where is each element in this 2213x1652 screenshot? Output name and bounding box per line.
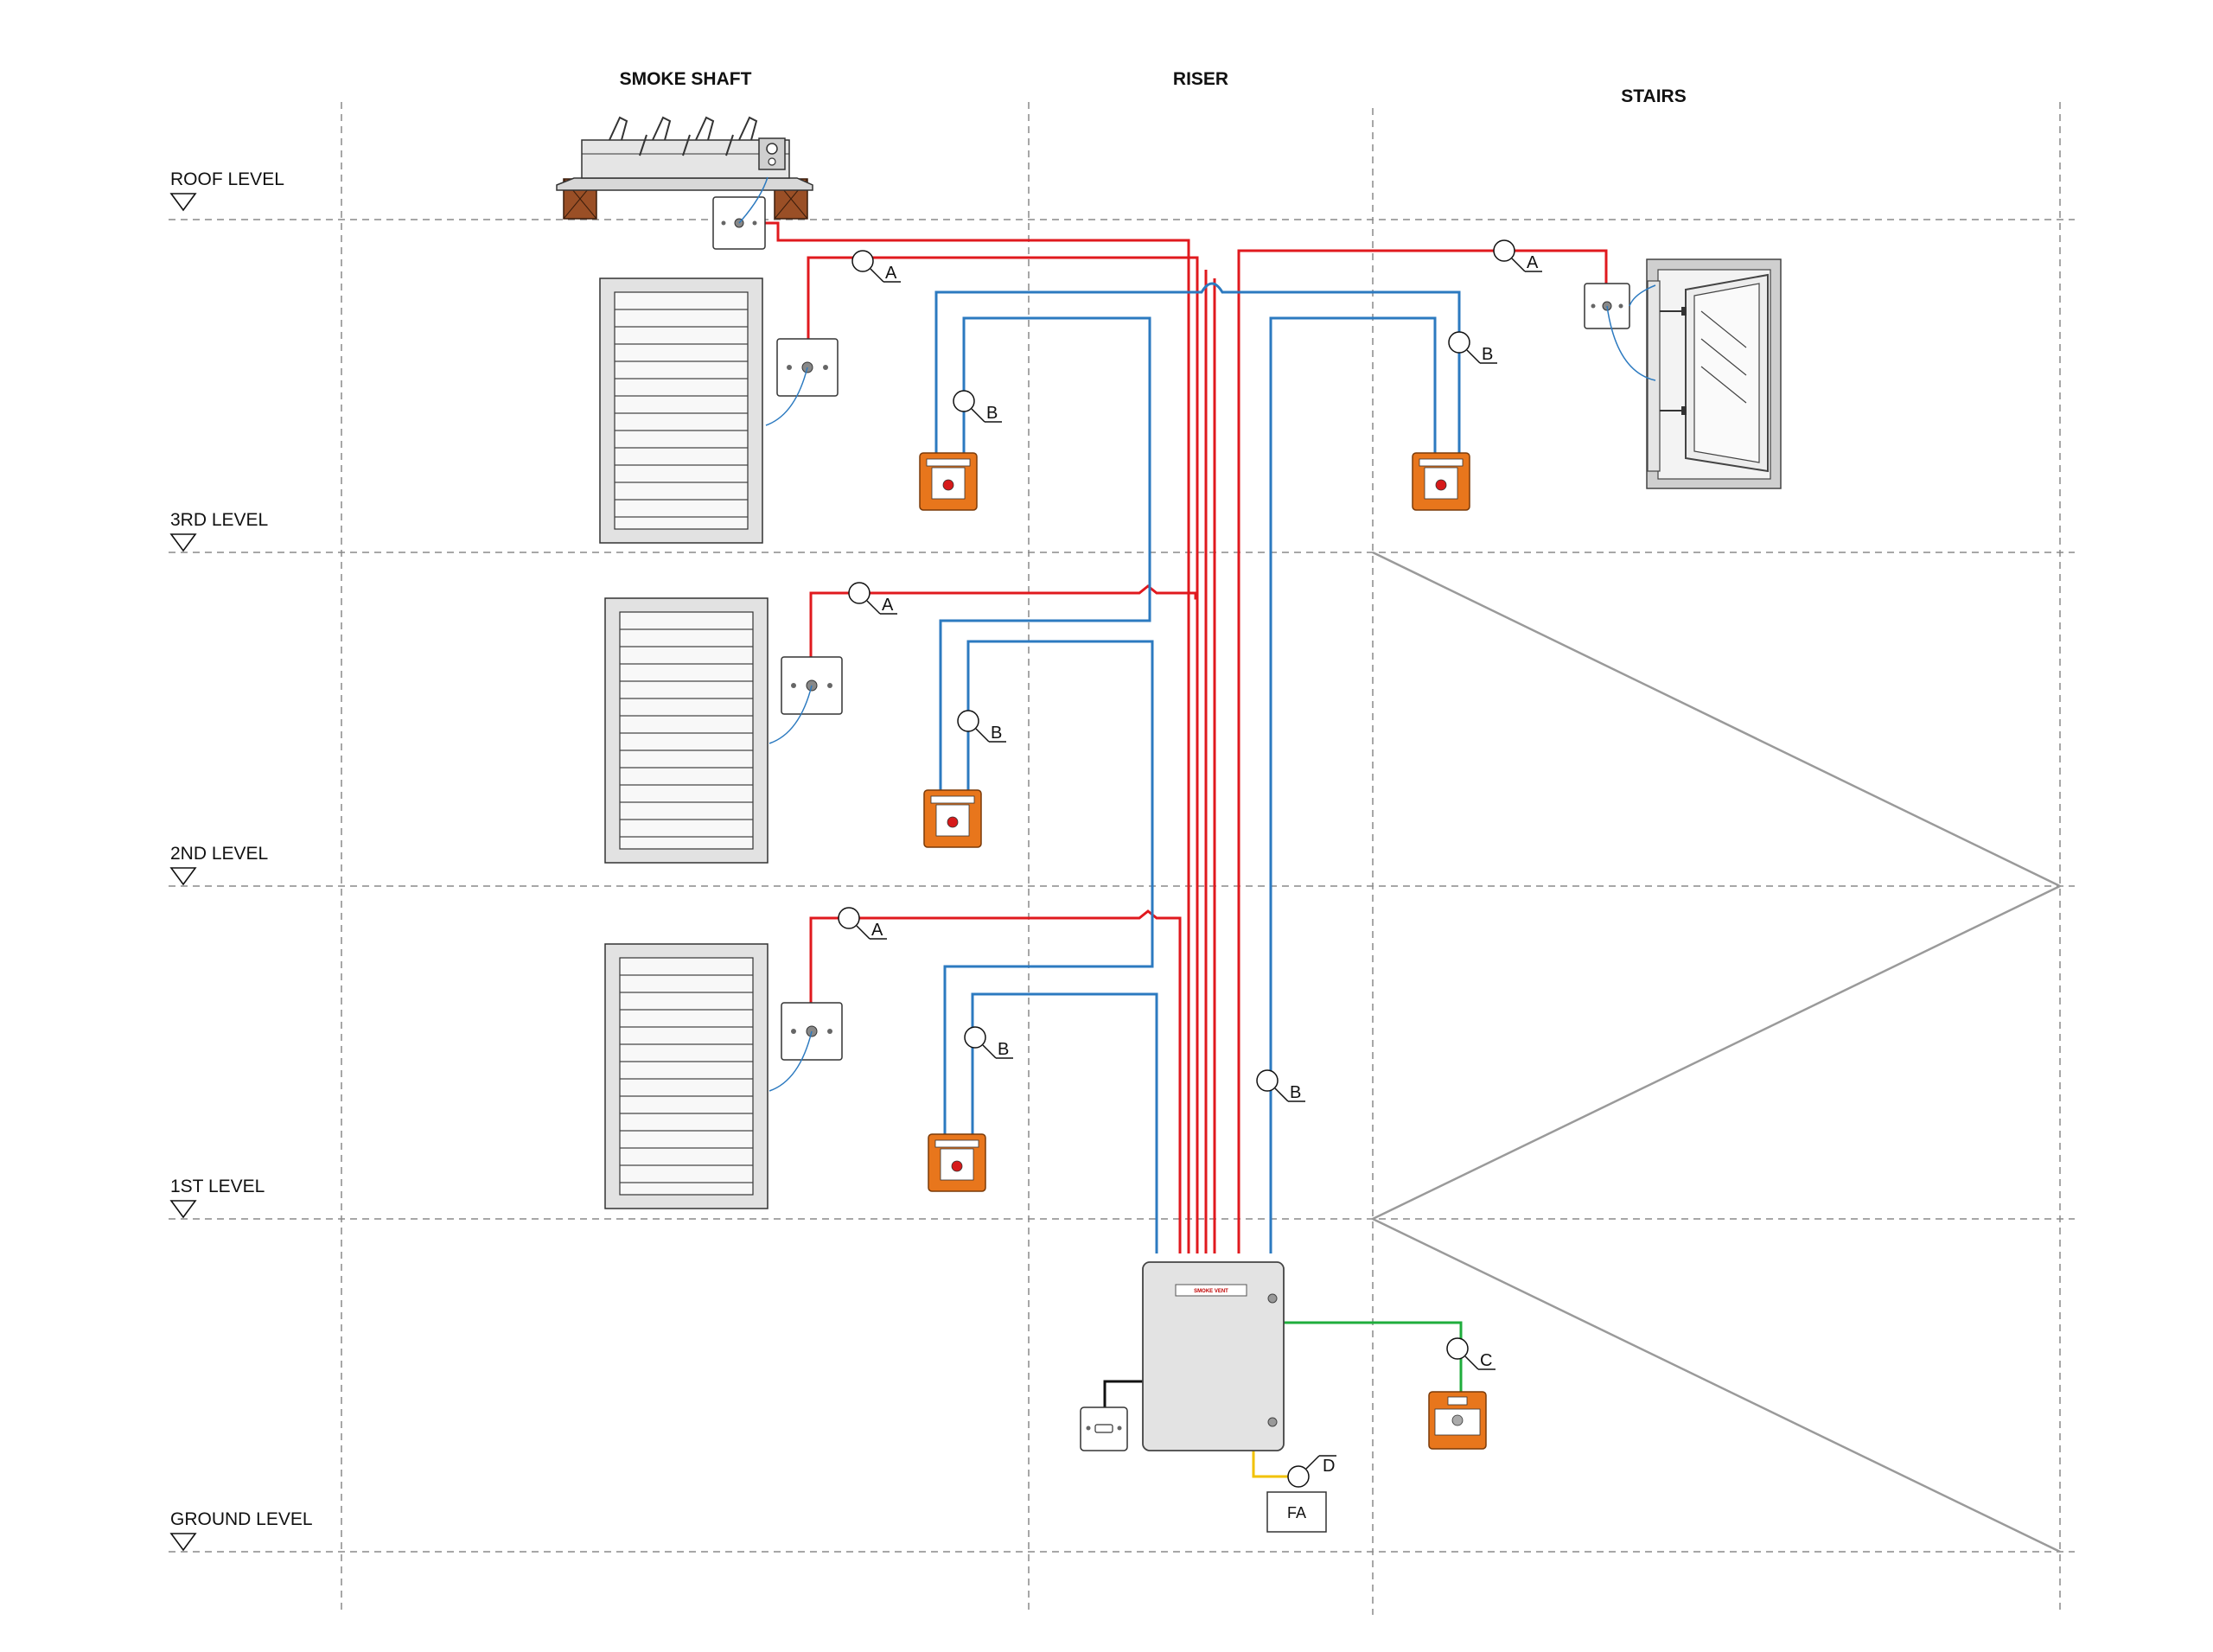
cable-tag-b-second: B xyxy=(957,710,1006,743)
svg-text:D: D xyxy=(1323,1457,1335,1476)
level-marker-ground: GROUND LEVEL xyxy=(169,1509,313,1552)
manual-call-point-third-stairs xyxy=(1412,452,1470,511)
cable-key-switch xyxy=(1103,1380,1143,1407)
svg-text:A: A xyxy=(871,921,883,940)
cable-a-stairs xyxy=(1237,249,1608,1253)
cable-c-switch xyxy=(1284,1321,1463,1392)
svg-text:A: A xyxy=(1527,253,1539,272)
fire-alarm-label: FA xyxy=(1287,1504,1306,1521)
cable-b-third-second xyxy=(939,316,1151,794)
cable-d-fire-alarm xyxy=(1252,1451,1297,1478)
level-triangle-icon xyxy=(169,1200,197,1219)
cable-tags: A A A A B B B xyxy=(838,239,1542,1488)
column-heading-smoke-shaft: SMOKE SHAFT xyxy=(620,69,752,89)
actuator-box-stairs xyxy=(1584,283,1656,381)
cable-tag-c: C xyxy=(1446,1337,1496,1370)
shaft-vent-first xyxy=(604,943,768,1209)
fire-alarm-interface: FA xyxy=(1266,1491,1327,1533)
cable-tag-b-third-stairs: B xyxy=(1448,331,1497,364)
column-heading-stairs: STAIRS xyxy=(1621,86,1686,106)
smoke-vent-control-panel: SMOKE VENT xyxy=(1142,1261,1285,1451)
actuator-box-first xyxy=(768,1002,843,1092)
cable-a-second xyxy=(809,584,1199,1253)
cable-roof-vent-power xyxy=(765,221,1190,1253)
svg-text:C: C xyxy=(1480,1351,1492,1370)
cable-runs xyxy=(765,221,1608,1478)
level-label-second: 2ND LEVEL xyxy=(170,844,268,864)
level-triangle-icon xyxy=(169,533,197,552)
cable-tag-b-first: B xyxy=(964,1026,1013,1059)
panel-label: SMOKE VENT xyxy=(1194,1289,1228,1294)
roof-smoke-vent-icon xyxy=(556,116,813,220)
level-label-first: 1ST LEVEL xyxy=(170,1177,265,1196)
svg-text:B: B xyxy=(998,1040,1009,1059)
shaft-vent-second xyxy=(604,597,768,864)
stair-window-icon xyxy=(1646,258,1782,489)
cable-tag-a-second: A xyxy=(848,582,897,615)
cable-tag-a-third: A xyxy=(851,250,901,283)
grid xyxy=(169,102,2075,1615)
actuator-box-second xyxy=(768,656,843,744)
level-marker-third: 3RD LEVEL xyxy=(169,510,268,552)
cable-b-stairs-panel xyxy=(1269,316,1437,1253)
cable-tag-a-first: A xyxy=(838,907,887,940)
cable-tag-a-stairs: A xyxy=(1493,239,1542,272)
column-heading-riser: RISER xyxy=(1173,69,1228,89)
svg-text:B: B xyxy=(986,404,998,423)
level-triangle-icon xyxy=(169,193,197,212)
cable-b-second-first xyxy=(943,640,1154,1139)
firefighter-switch-ground xyxy=(1428,1391,1487,1450)
key-switch-ground xyxy=(1080,1406,1128,1451)
manual-call-point-first xyxy=(928,1133,986,1192)
manual-call-point-second xyxy=(923,789,982,848)
manual-call-point-third-shaft xyxy=(919,452,978,511)
level-label-ground: GROUND LEVEL xyxy=(170,1509,313,1529)
cable-b-third-loop xyxy=(934,282,1461,453)
actuator-box-roof xyxy=(712,176,768,250)
cable-tag-b-third-shaft: B xyxy=(953,390,1002,423)
cable-b-first-panel xyxy=(971,992,1158,1253)
svg-text:A: A xyxy=(885,264,897,283)
level-triangle-icon xyxy=(169,867,197,886)
level-label-third: 3RD LEVEL xyxy=(170,510,268,530)
level-marker-second: 2ND LEVEL xyxy=(169,844,268,886)
level-label-roof: ROOF LEVEL xyxy=(170,169,284,189)
svg-text:A: A xyxy=(882,596,894,615)
svg-text:B: B xyxy=(991,724,1002,743)
actuator-box-third xyxy=(765,338,839,426)
svg-text:B: B xyxy=(1482,345,1493,364)
cable-a-third xyxy=(807,256,1199,1253)
cable-tag-d: D xyxy=(1287,1455,1336,1488)
level-marker-first: 1ST LEVEL xyxy=(169,1177,265,1219)
level-marker-roof: ROOF LEVEL xyxy=(169,169,284,212)
stair-flight-lines xyxy=(1370,551,2063,1553)
level-triangle-icon xyxy=(169,1533,197,1552)
shaft-vent-third xyxy=(599,277,763,544)
cable-tag-b-riser: B xyxy=(1256,1069,1305,1102)
svg-text:B: B xyxy=(1290,1083,1301,1102)
cable-a-first xyxy=(809,909,1182,1253)
